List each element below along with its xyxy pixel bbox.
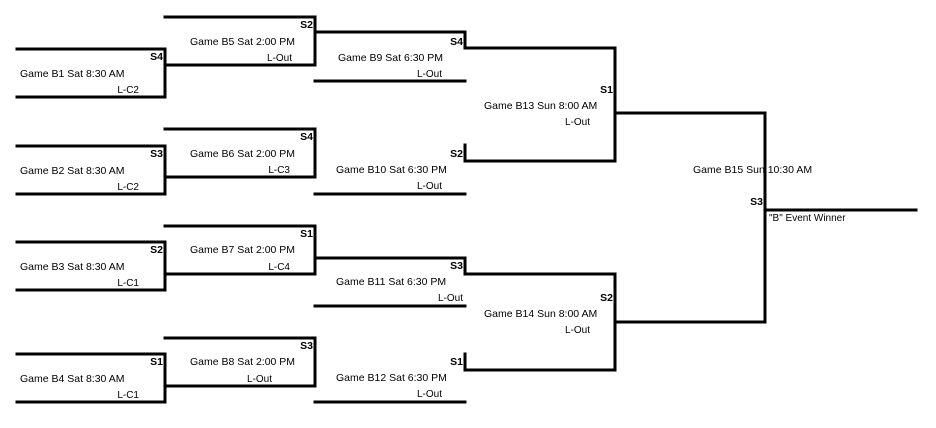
game-b13-seed: S1 (600, 84, 613, 96)
game-b14-label: Game B14 Sun 8:00 AM (484, 308, 597, 320)
game-b11: S3 Game B11 Sat 6:30 PM L-Out (336, 260, 463, 304)
game-b12-label: Game B12 Sat 6:30 PM (336, 372, 447, 384)
game-b12: S1 Game B12 Sat 6:30 PM L-Out (336, 356, 463, 400)
game-b9-seed: S4 (450, 36, 463, 48)
game-b4-label: Game B4 Sat 8:30 AM (20, 373, 124, 385)
game-b13: S1 Game B13 Sun 8:00 AM L-Out (484, 84, 613, 128)
game-b8-label: Game B8 Sat 2:00 PM (190, 356, 295, 368)
game-b3-sub: L-C1 (117, 278, 139, 289)
game-b3: S2 Game B3 Sat 8:30 AM L-C1 (20, 244, 163, 289)
game-b15: Game B15 Sun 10:30 AM S3 "B" Event Winne… (693, 164, 846, 224)
game-b5-sub: L-Out (267, 53, 292, 64)
game-b1: S4 Game B1 Sat 8:30 AM L-C2 (20, 51, 163, 96)
game-b2-sub: L-C2 (117, 182, 139, 193)
game-b4-seed: S1 (150, 356, 163, 368)
game-b13-sub: L-Out (565, 117, 590, 128)
game-b8-seed: S3 (300, 340, 313, 352)
game-b10-label: Game B10 Sat 6:30 PM (336, 164, 447, 176)
game-b14-seed: S2 (600, 292, 613, 304)
game-b5-seed: S2 (300, 19, 313, 31)
game-b1-sub: L-C2 (117, 85, 139, 96)
winner-label: "B" Event Winner (769, 213, 846, 224)
game-b10-sub: L-Out (417, 181, 442, 192)
game-b8-sub: L-Out (247, 374, 272, 385)
game-b7-seed: S1 (300, 228, 313, 240)
game-b8: S3 Game B8 Sat 2:00 PM L-Out (190, 340, 313, 385)
game-b9-label: Game B9 Sat 6:30 PM (338, 52, 443, 64)
game-b9: S4 Game B9 Sat 6:30 PM L-Out (338, 36, 463, 80)
game-b10-seed: S2 (450, 148, 463, 160)
game-b6-sub: L-C3 (268, 165, 290, 176)
game-b11-seed: S3 (450, 260, 463, 272)
game-b14: S2 Game B14 Sun 8:00 AM L-Out (484, 292, 613, 336)
game-b2: S3 Game B2 Sat 8:30 AM L-C2 (20, 148, 163, 193)
game-b5-label: Game B5 Sat 2:00 PM (190, 36, 295, 48)
game-b2-seed: S3 (150, 148, 163, 160)
game-b1-label: Game B1 Sat 8:30 AM (20, 68, 124, 80)
game-b2-label: Game B2 Sat 8:30 AM (20, 165, 124, 177)
game-b15-label: Game B15 Sun 10:30 AM (693, 164, 812, 176)
bracket-lines (15, 15, 918, 404)
game-b7-sub: L-C4 (268, 262, 290, 273)
game-b3-seed: S2 (150, 244, 163, 256)
game-b9-sub: L-Out (417, 69, 442, 80)
game-b7: S1 Game B7 Sat 2:00 PM L-C4 (190, 228, 313, 273)
game-b13-label: Game B13 Sun 8:00 AM (484, 100, 597, 112)
game-b7-label: Game B7 Sat 2:00 PM (190, 244, 295, 256)
game-b12-seed: S1 (450, 356, 463, 368)
game-b6-label: Game B6 Sat 2:00 PM (190, 148, 295, 160)
game-b1-seed: S4 (150, 51, 163, 63)
game-b4-sub: L-C1 (117, 390, 139, 401)
game-b14-sub: L-Out (565, 325, 590, 336)
game-b11-label: Game B11 Sat 6:30 PM (336, 276, 446, 288)
game-b4: S1 Game B4 Sat 8:30 AM L-C1 (20, 356, 163, 401)
game-b11-sub: L-Out (438, 293, 463, 304)
game-b12-sub: L-Out (417, 389, 442, 400)
game-b3-label: Game B3 Sat 8:30 AM (20, 261, 124, 273)
game-b6: S4 Game B6 Sat 2:00 PM L-C3 (190, 131, 313, 176)
game-b15-seed: S3 (750, 196, 763, 208)
game-b6-seed: S4 (300, 131, 313, 143)
game-b5: S2 Game B5 Sat 2:00 PM L-Out (190, 19, 313, 64)
game-b10: S2 Game B10 Sat 6:30 PM L-Out (336, 148, 463, 192)
